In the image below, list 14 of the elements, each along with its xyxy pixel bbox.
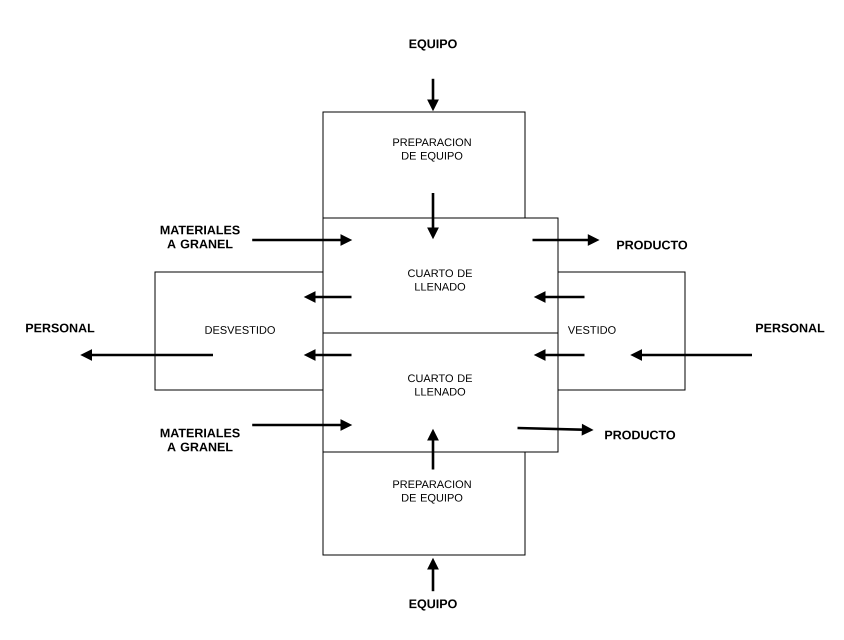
room-box: PREPARACION DE EQUIPO	[322, 112, 526, 218]
room-box: CUARTO DE LLENADO	[322, 218, 558, 334]
flow-label: EQUIPO	[410, 599, 457, 611]
flow-label: MATERIALES A GRANEL	[160, 428, 240, 452]
flow-label: PRODUCTO	[617, 240, 688, 250]
flow-label: PERSONAL	[26, 324, 94, 332]
room-box: PREPARACION DE EQUIPO	[322, 452, 526, 556]
room-box: DESVESTIDO	[154, 272, 324, 390]
flow-label: PERSONAL	[756, 324, 824, 332]
room-box: VESTIDO	[558, 272, 686, 390]
room-box: CUARTO DE LLENADO	[322, 332, 558, 452]
flow-label: EQUIPO	[410, 39, 457, 51]
flow-label: PRODUCTO	[605, 430, 676, 440]
flow-label: MATERIALES A GRANEL	[160, 226, 240, 248]
